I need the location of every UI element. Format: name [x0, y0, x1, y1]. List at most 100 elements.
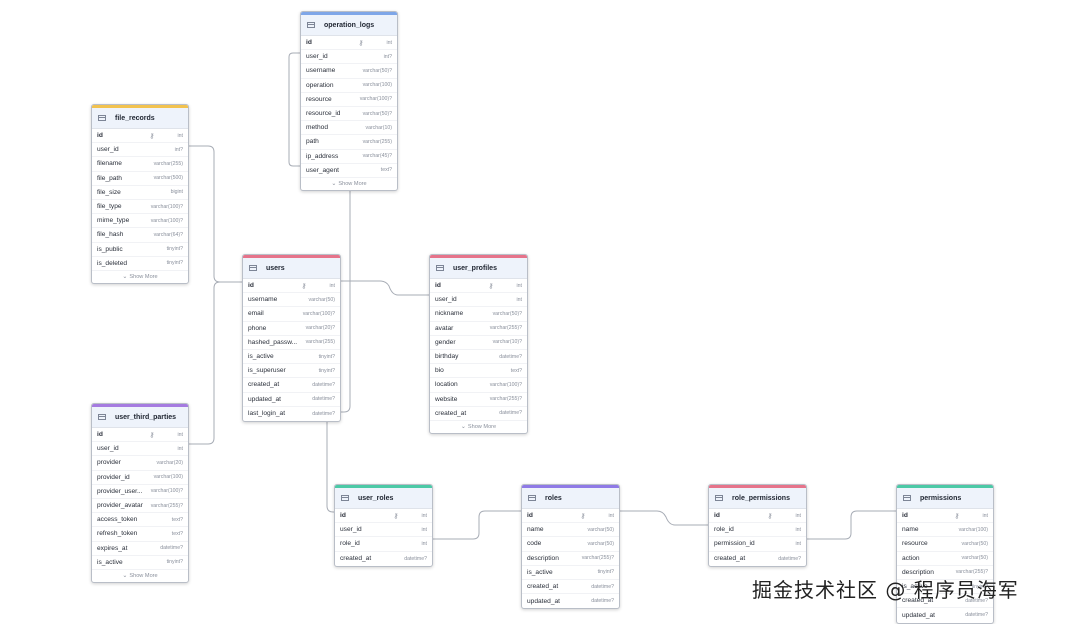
column-row[interactable]: id⚷int	[301, 36, 397, 51]
column-row[interactable]: id⚷int	[522, 509, 619, 524]
show-more-button[interactable]: ⌄Show More	[430, 421, 527, 433]
table-header[interactable]: user_third_parties	[92, 404, 188, 428]
show-more-button[interactable]: ⌄Show More	[92, 271, 188, 283]
column-row[interactable]: id⚷int	[92, 428, 188, 443]
column-type: int?	[383, 53, 392, 60]
table-header[interactable]: users	[243, 255, 340, 279]
column-row[interactable]: id⚷int	[709, 509, 806, 524]
table-header[interactable]: operation_logs	[301, 12, 397, 36]
table-header[interactable]: user_profiles	[430, 255, 527, 279]
table-header[interactable]: roles	[522, 485, 619, 509]
column-row[interactable]: id⚷int	[430, 279, 527, 294]
column-row[interactable]: id⚷int	[92, 129, 188, 144]
column-row[interactable]: provider_user...varchar(100)?	[92, 485, 188, 499]
table-header[interactable]: permissions	[897, 485, 993, 509]
column-name: id	[435, 282, 441, 290]
column-row[interactable]: id⚷int	[335, 509, 432, 524]
column-row[interactable]: hashed_passw...varchar(255)	[243, 336, 340, 350]
column-row[interactable]: id⚷int	[897, 509, 993, 524]
table-header[interactable]: role_permissions	[709, 485, 806, 509]
key-icon: ⚷	[358, 39, 364, 47]
table-header[interactable]: file_records	[92, 105, 188, 129]
column-row[interactable]: id⚷int	[243, 279, 340, 294]
show-more-button[interactable]: ⌄Show More	[92, 570, 188, 582]
table-header[interactable]: user_roles	[335, 485, 432, 509]
show-more-button[interactable]: ⌄Show More	[301, 178, 397, 190]
link-user-roles-roles	[433, 510, 522, 540]
